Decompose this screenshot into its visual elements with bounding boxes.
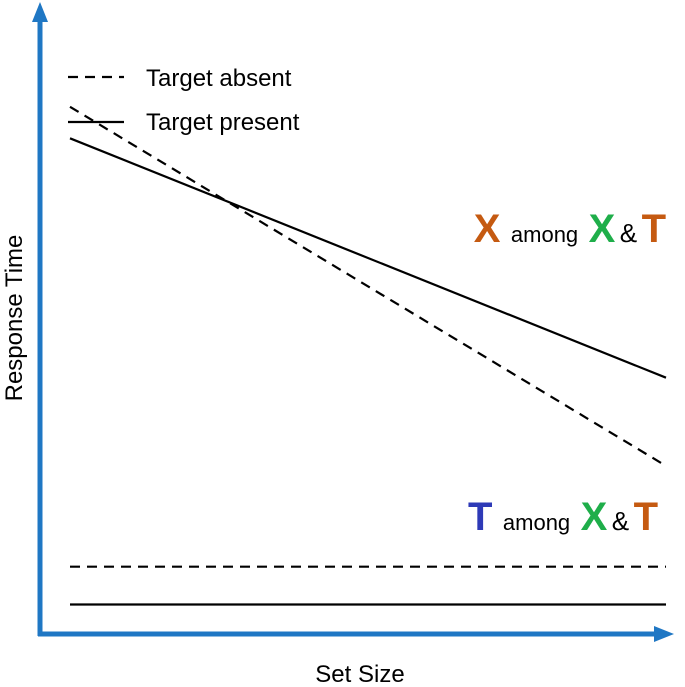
y-axis-arrow bbox=[32, 2, 48, 22]
condition-label-t-among-xt-part-5: T bbox=[634, 495, 658, 539]
legend-label-target-present: Target present bbox=[146, 109, 300, 136]
x-axis-arrow bbox=[654, 626, 674, 642]
condition-label-x-among-xt-part-1: X bbox=[474, 207, 501, 251]
condition-label-x-among-xt-part-4: & bbox=[620, 218, 637, 248]
condition-label-t-among-xt-part-1: T bbox=[468, 495, 492, 539]
series-line-condition-1-target-absent bbox=[69, 105, 667, 467]
x-axis-title: Set Size bbox=[315, 661, 404, 687]
y-axis-title: Response Time bbox=[1, 235, 28, 402]
legend: Target absent Target present bbox=[68, 65, 300, 136]
condition-label-t-among-xt: T among X & T bbox=[468, 495, 658, 539]
condition-label-x-among-xt-part-5: T bbox=[642, 207, 666, 251]
condition-label-x-among-xt-part-2: among bbox=[511, 222, 578, 247]
condition-label-t-among-xt-part-2: among bbox=[503, 510, 570, 535]
condition-label-x-among-xt: X among X & T bbox=[474, 207, 666, 251]
condition-label-t-among-xt-part-4: & bbox=[612, 506, 629, 536]
condition-label-x-among-xt-part-3: X bbox=[589, 207, 616, 251]
legend-label-target-absent: Target absent bbox=[146, 65, 292, 92]
series-line-condition-1-target-present bbox=[69, 137, 667, 379]
series-group bbox=[69, 105, 667, 606]
condition-label-t-among-xt-part-3: X bbox=[581, 495, 608, 539]
